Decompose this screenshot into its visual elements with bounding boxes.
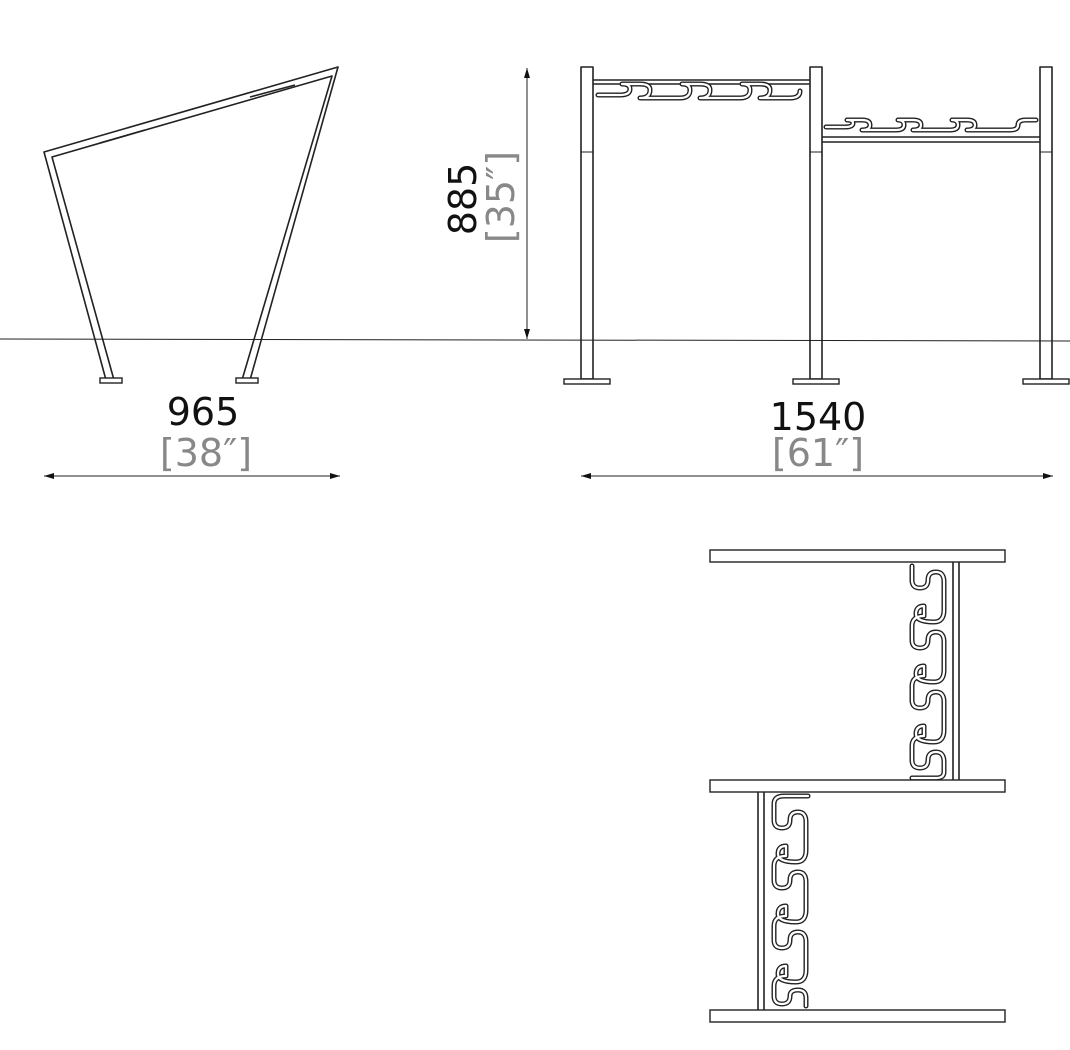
side-frame-inner [51,75,333,381]
side-rack-detail [99,129,146,144]
plan-view [709,549,1006,1023]
front-base-plate-right [1022,378,1070,385]
front-base-plate-left [563,378,611,385]
height-imperial: [35″] [479,151,523,243]
height-metric: 885 [441,163,485,236]
side-view [43,66,339,384]
front-width-imperial: [61″] [772,431,864,475]
side-frame-outer [43,66,339,381]
front-rack-wave-upper-inner [596,82,802,100]
plan-plate-middle [709,779,1006,793]
side-base-plate-left [99,377,123,384]
plan-plate-top [709,549,1006,563]
plan-plate-bottom [709,1009,1006,1023]
front-view [563,66,1070,385]
front-post-left [580,66,594,380]
front-post-middle [809,66,823,380]
plan-rack-wave-upper-inner [910,564,946,780]
front-base-plate-middle [792,378,840,385]
side-width-metric: 965 [167,390,240,434]
front-rack-wave-lower [823,117,1039,133]
height-imperial-group: [35″] [479,151,523,243]
side-base-plate-right [235,377,259,384]
front-width-metric: 1540 [770,395,867,439]
ground-line [0,338,1070,342]
height-label-group: 885 [441,163,485,236]
front-rack-wave-lower-inner [824,118,1038,132]
front-post-right [1039,66,1053,380]
plan-rack-wave-lower-inner [772,794,810,1008]
side-width-imperial: [38″] [160,431,252,475]
side-rack-detail-2 [249,84,296,98]
